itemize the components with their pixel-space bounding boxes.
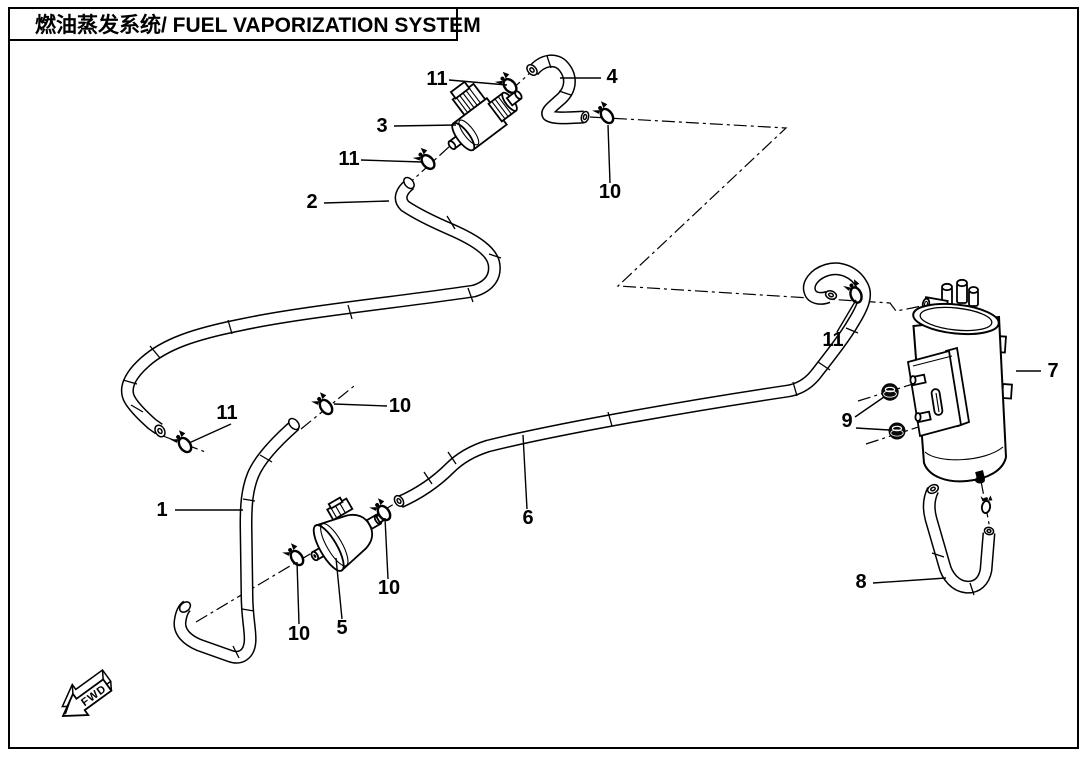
valve-part-3: [447, 80, 523, 152]
callout-10-b: 10: [389, 395, 411, 417]
callout-11-d: 11: [822, 329, 843, 351]
callout-6: 6: [522, 507, 533, 529]
callout-2: 2: [306, 191, 317, 213]
callout-8: 8: [855, 571, 866, 593]
callout-3: 3: [376, 115, 387, 137]
canister-part-7: [906, 278, 1013, 484]
page-border: [8, 7, 1079, 749]
callout-labels: 11 4 3 11 2 10 11 10 1 10 5 10 6 11 7 9 …: [156, 66, 1058, 645]
nut-part-9-upper: [881, 383, 899, 401]
nut-part-9-lower: [888, 422, 906, 440]
hose-part-6: [397, 262, 872, 508]
fwd-direction-arrow: FWD: [61, 668, 113, 717]
callout-10-a: 10: [599, 181, 621, 203]
callout-7: 7: [1047, 360, 1058, 382]
hose-part-1: [173, 420, 300, 664]
clamp-part-10-valve5-left: [279, 540, 309, 571]
callout-1: 1: [156, 499, 167, 521]
clamp-part-10-hose4: [589, 98, 619, 129]
hose-part-4: [527, 54, 585, 125]
title-box: 燃油蒸发系统/ FUEL VAPORIZATION SYSTEM: [8, 7, 481, 41]
valve-part-5: [310, 496, 390, 572]
callout-5: 5: [336, 617, 347, 639]
canister-drain-stud: [975, 470, 986, 484]
assembly-axis-lines: [162, 71, 991, 623]
callout-11-a: 11: [426, 68, 447, 90]
callout-10-d: 10: [378, 577, 400, 599]
callout-leader-lines: [175, 77, 1041, 625]
hose-end-openings: [154, 63, 995, 613]
hose-part-2: [120, 178, 501, 435]
callout-4: 4: [606, 66, 618, 88]
clamp-canister-drain: [977, 493, 995, 515]
hose-part-8: [922, 487, 996, 594]
axis-hose4-to-canister: [589, 116, 927, 312]
callout-11-c: 11: [216, 402, 237, 424]
clamp-part-10-hose1-top: [308, 389, 338, 420]
canister-bracket: [906, 346, 971, 438]
callout-10-c: 10: [288, 623, 310, 645]
callout-11-b: 11: [338, 148, 359, 170]
hose-segment-marks: [122, 55, 975, 659]
callout-9: 9: [841, 410, 852, 432]
axis-valve3-line: [403, 71, 532, 189]
page-title: 燃油蒸发系统/ FUEL VAPORIZATION SYSTEM: [35, 14, 481, 37]
